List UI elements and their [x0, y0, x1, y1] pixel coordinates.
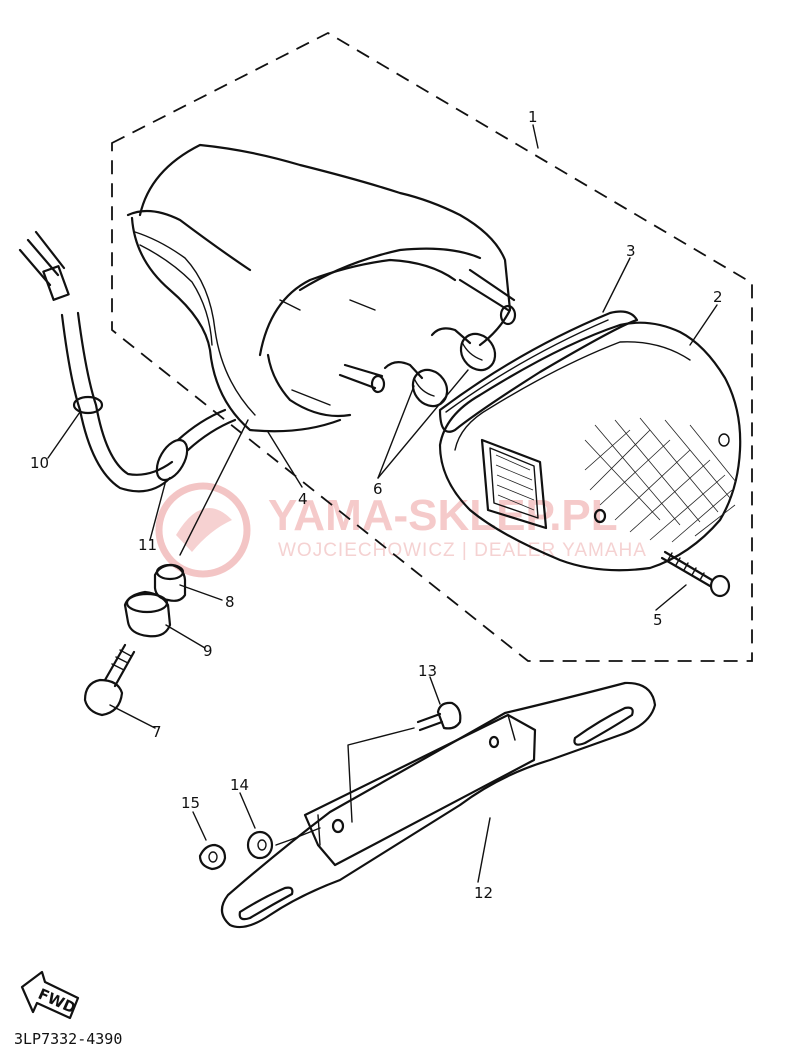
taillight-housing — [126, 143, 517, 433]
callout-8: 8 — [225, 593, 235, 611]
watermark-brand: YAMA-SKLEP.PL — [268, 491, 618, 540]
watermark-logo-icon — [155, 482, 251, 578]
callout-labels: 1 2 3 4 5 6 7 8 9 10 11 12 13 14 15 — [30, 108, 723, 902]
callout-2: 2 — [713, 288, 723, 306]
bulb-upper — [430, 327, 497, 372]
license-bracket — [220, 681, 657, 929]
washer — [246, 830, 274, 860]
watermark-subtitle: WOJCIECHOWICZ | DEALER YAMAHA — [278, 540, 647, 561]
lens-screw — [660, 550, 731, 598]
callout-6: 6 — [373, 480, 383, 498]
callout-4: 4 — [298, 490, 308, 508]
nut — [198, 843, 227, 871]
callout-1: 1 — [528, 108, 538, 126]
bulb-lower — [383, 361, 449, 408]
wire-harness — [18, 230, 237, 493]
grommet — [123, 590, 172, 638]
leader-lines — [47, 124, 718, 883]
callout-5: 5 — [653, 611, 663, 629]
callout-9: 9 — [203, 642, 213, 660]
assembly-boundary — [111, 31, 753, 662]
fwd-arrow-icon: FWD — [20, 970, 80, 1020]
callout-15: 15 — [181, 794, 200, 812]
callout-7: 7 — [152, 723, 162, 741]
part-code: 3LP7332-4390 — [14, 1030, 122, 1048]
callout-13: 13 — [418, 662, 437, 680]
mounting-bolt — [83, 643, 136, 717]
callout-14: 14 — [230, 776, 249, 794]
taillight-lens — [438, 321, 742, 572]
callout-11: 11 — [138, 536, 157, 554]
watermark: YAMA-SKLEP.PL WOJCIECHOWICZ | DEALER YAM… — [155, 482, 647, 578]
bracket-bolt — [416, 701, 462, 732]
callout-10: 10 — [30, 454, 49, 472]
lens-gasket — [438, 310, 639, 433]
callout-3: 3 — [626, 242, 636, 260]
callout-12: 12 — [474, 884, 493, 902]
